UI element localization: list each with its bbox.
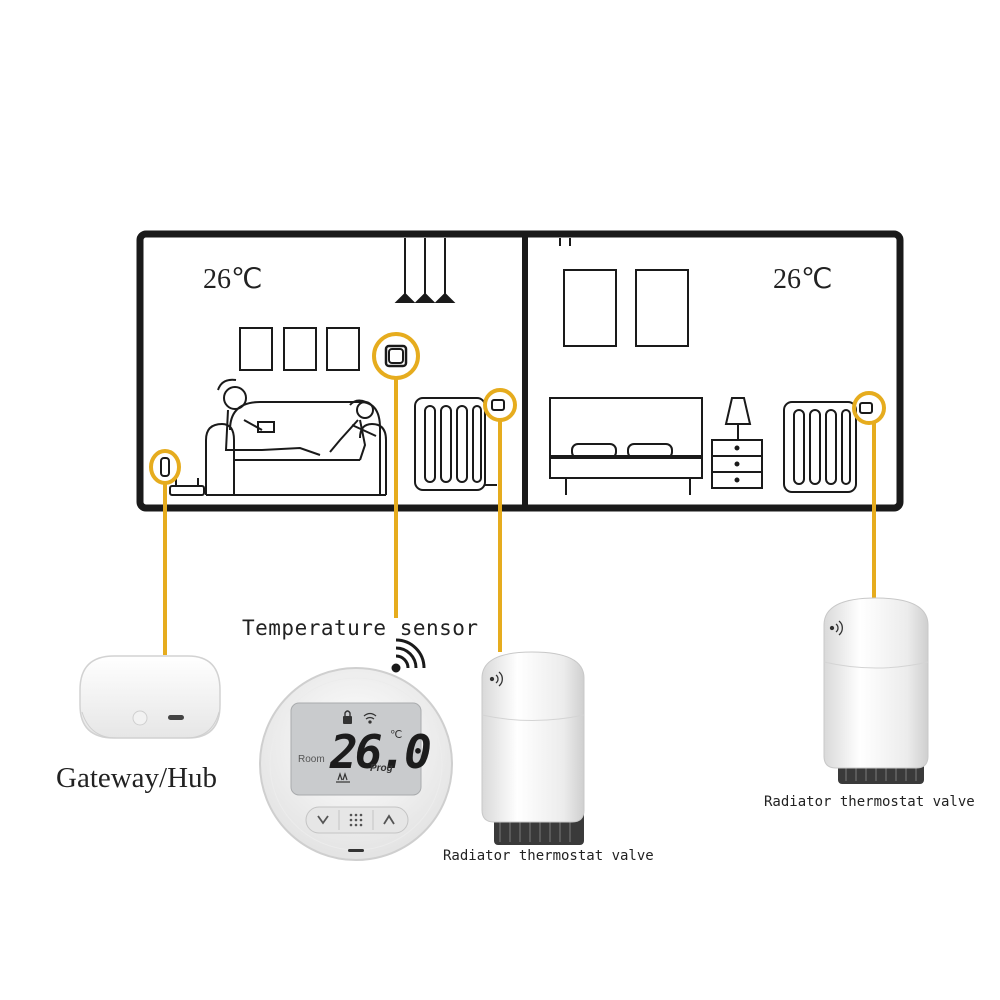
hub-callout-ring: [149, 449, 181, 485]
heating-flame-icon: [336, 772, 350, 783]
bedroom-temperature: 26℃: [773, 264, 833, 295]
lock-icon: [343, 710, 352, 724]
lcd-unit-label: ℃: [390, 729, 403, 741]
valve2-callout-ring: [852, 391, 886, 425]
radiator-bedroom: [783, 401, 873, 493]
valve2-signal-icon: [829, 620, 843, 636]
radiator-valve-2: [823, 597, 929, 784]
wall-frames: [239, 327, 360, 371]
up-arrow-icon: [383, 814, 395, 825]
gateway-hub-device: [79, 655, 221, 739]
menu-grid-icon: [349, 813, 363, 827]
valve1-callout-ring: [483, 388, 517, 422]
down-arrow-icon: [317, 815, 329, 825]
lcd-wifi-icon: [363, 712, 377, 724]
living-room: [169, 238, 505, 496]
usb-c-port-icon: [168, 715, 184, 720]
bedroom-frames: [563, 269, 689, 347]
radiator-valve-1: [481, 651, 585, 845]
radiator-valve-2-label: Radiator thermostat valve: [764, 794, 975, 810]
wall-thermostat: [384, 344, 408, 368]
valve1-signal-icon: [489, 671, 503, 687]
status-led: [348, 849, 364, 852]
lcd-room-mode-label: Room: [298, 754, 325, 765]
radiator-valve-1-label: Radiator thermostat valve: [443, 848, 654, 864]
room-thermostat-device: [259, 667, 453, 861]
bedroom: [549, 238, 873, 495]
hub-reset-button: [132, 710, 148, 726]
device-callouts: [149, 332, 886, 655]
people-on-sofa: [217, 378, 377, 461]
pendant-lamps: [394, 238, 456, 303]
house-cutaway: [136, 230, 904, 512]
lcd-temperature-readout: 26.0: [330, 725, 432, 779]
nightstand-with-lamp: [711, 397, 763, 489]
sensor-callout-ring: [372, 332, 420, 380]
wireless-signal-icon: [391, 638, 426, 673]
gateway-hub-label: Gateway/Hub: [56, 762, 218, 794]
lcd-prog-mode-label: Prog: [370, 763, 393, 774]
radiator-living-room: [414, 397, 505, 491]
living-room-temperature: 26℃: [203, 264, 263, 295]
bed: [549, 397, 703, 495]
temperature-sensor-label: Temperature sensor: [242, 616, 479, 640]
house-outline: [136, 230, 904, 512]
lcd-screen: [290, 702, 422, 796]
